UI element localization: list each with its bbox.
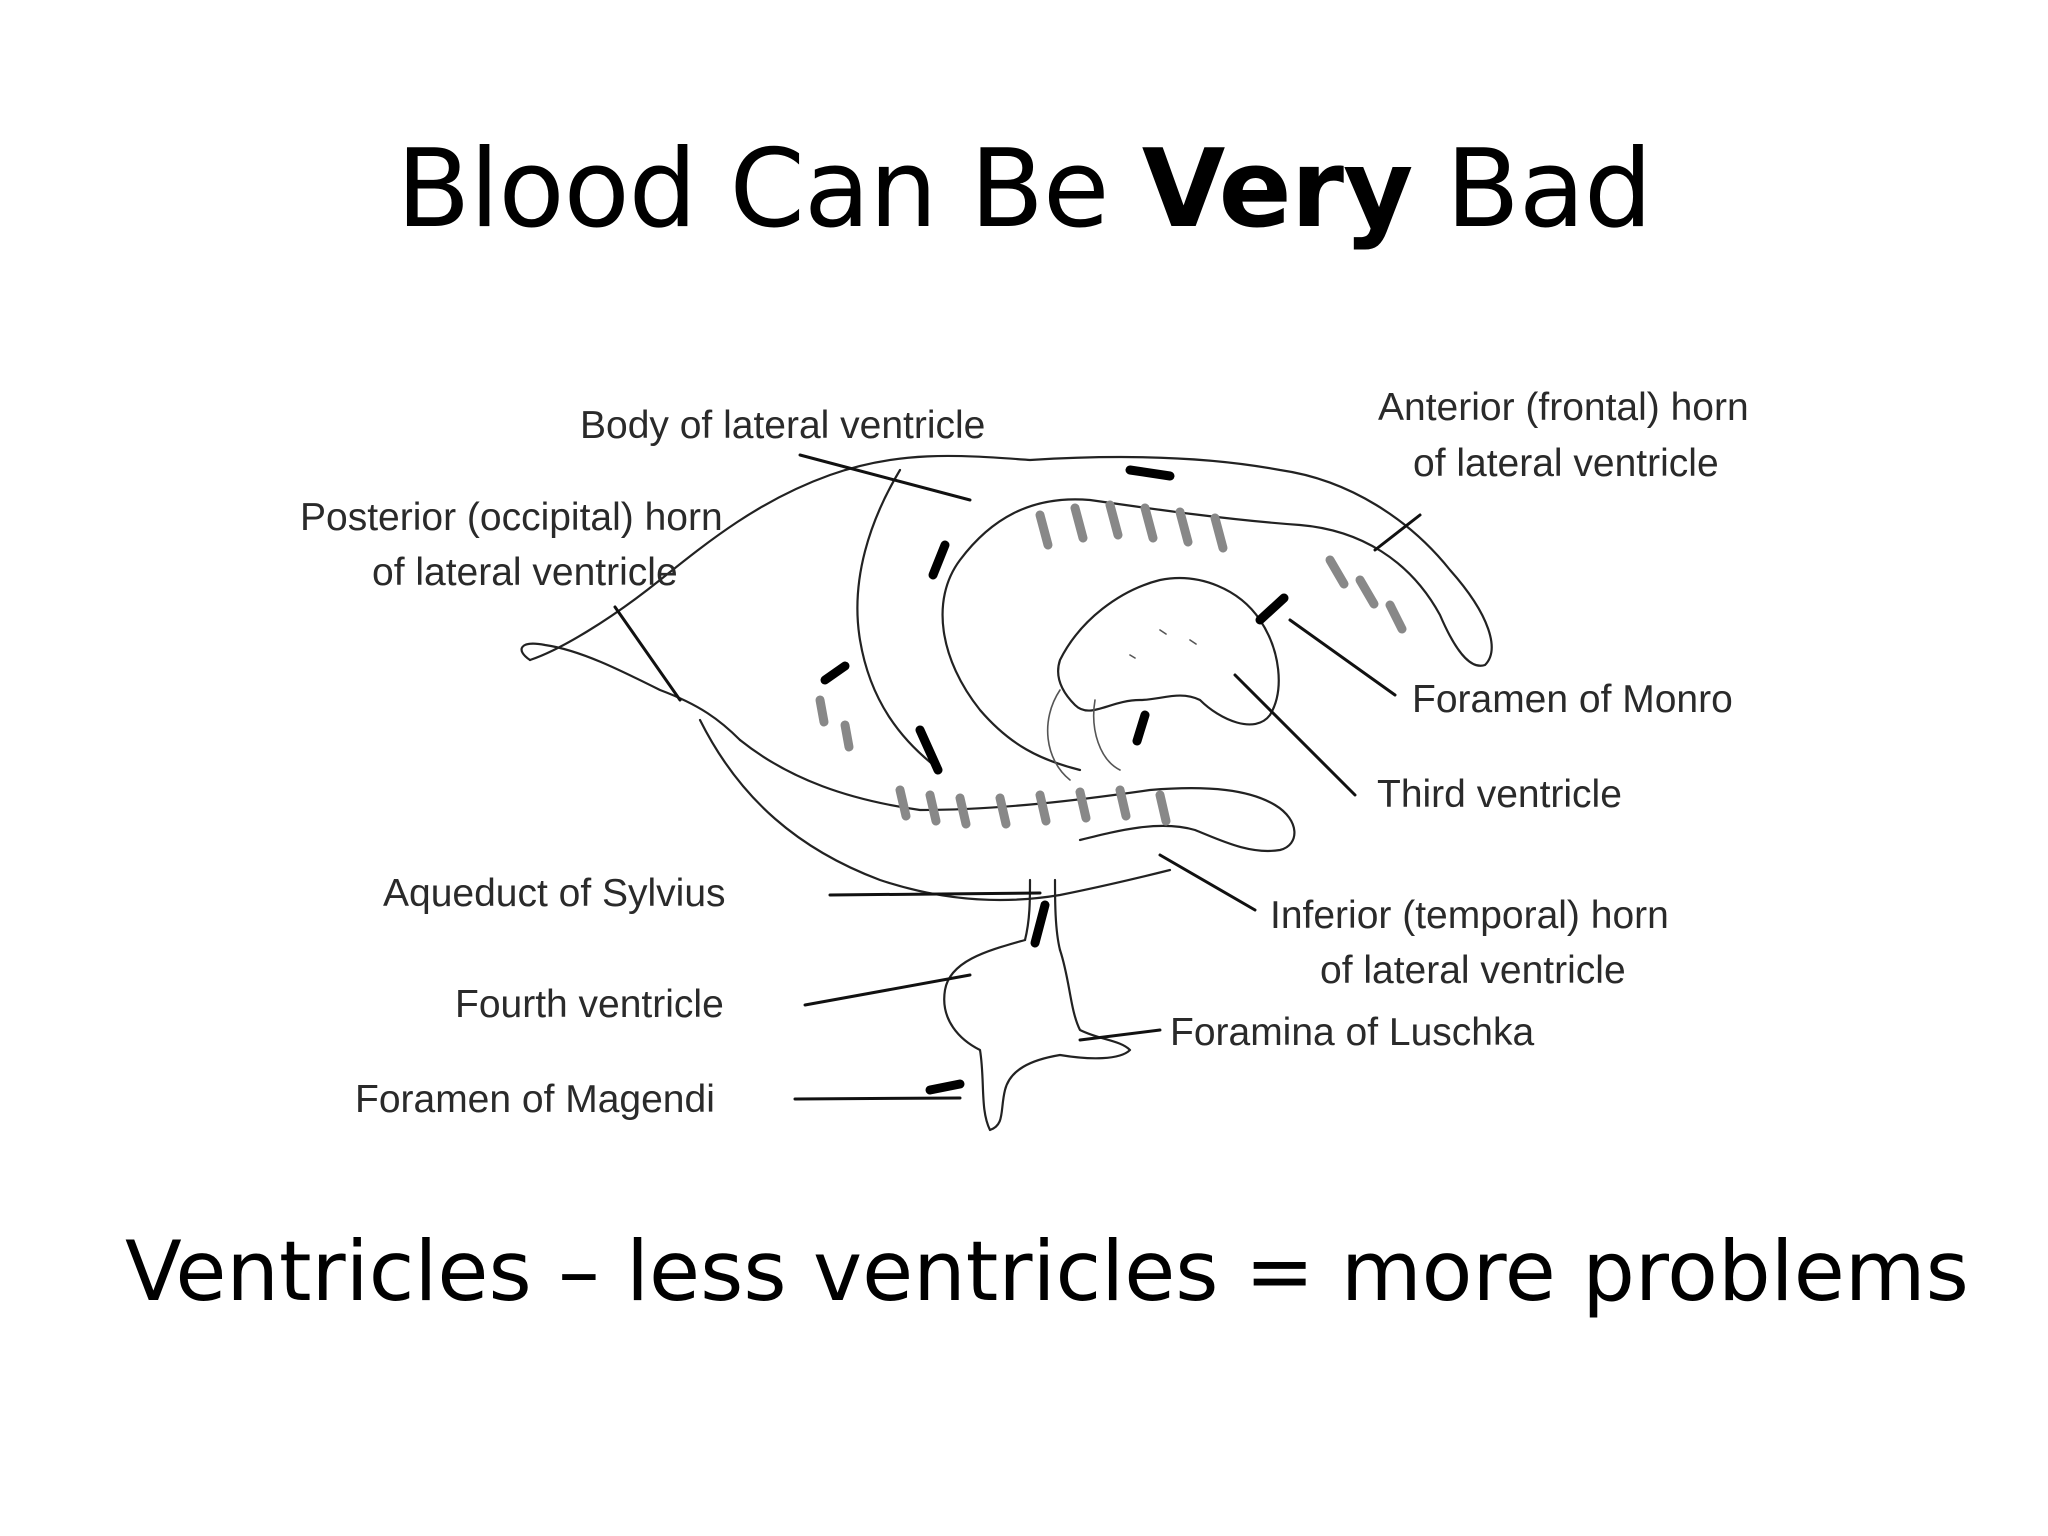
third-ventricle-outline <box>1057 577 1280 726</box>
leader-monro <box>1288 618 1397 697</box>
title-emphasis: Very <box>1141 127 1414 252</box>
label-posterior-horn-line1: Posterior (occipital) horn <box>300 496 723 539</box>
label-posterior-horn-line2: of lateral ventricle <box>372 551 678 594</box>
leader-third <box>1233 673 1357 797</box>
label-inferior-horn-line2: of lateral ventricle <box>1320 949 1626 992</box>
title-text-start: Blood Can Be <box>396 127 1142 252</box>
leader-aqueduct <box>828 891 1042 897</box>
leader-anterior-horn <box>1373 513 1422 552</box>
slide-caption: Ventricles – less ventricles = more prob… <box>125 1223 1969 1320</box>
lateral-ventricle-outline <box>528 454 1493 772</box>
leader-magendi <box>793 1096 962 1101</box>
choroid-plexus-shading <box>815 500 1407 829</box>
third-ventricle-detail <box>1046 629 1197 781</box>
inferior-horn-outline <box>738 738 1296 853</box>
csf-flow-arrows <box>820 465 1289 1095</box>
leader-luschka <box>1078 1028 1162 1042</box>
diagram-labels: Body of lateral ventricle Posterior (occ… <box>300 386 1749 1121</box>
label-anterior-horn-line1: Anterior (frontal) horn <box>1378 386 1749 429</box>
slide-title: Blood Can Be Very Bad <box>0 127 2048 252</box>
leader-posterior-horn <box>613 605 682 702</box>
fourth-ventricle-outline <box>943 938 1132 1132</box>
label-foramina-of-luschka: Foramina of Luschka <box>1170 1011 1534 1054</box>
posterior-horn-outline <box>520 642 742 742</box>
label-inferior-horn-line1: Inferior (temporal) horn <box>1270 894 1669 937</box>
label-body-lateral-ventricle: Body of lateral ventricle <box>580 404 985 447</box>
label-third-ventricle: Third ventricle <box>1377 773 1622 816</box>
label-foramen-of-magendi: Foramen of Magendi <box>355 1078 715 1121</box>
leader-body-lateral <box>798 453 972 502</box>
title-text-end: Bad <box>1412 127 1653 252</box>
leader-lines <box>613 453 1422 1101</box>
label-fourth-ventricle: Fourth ventricle <box>455 983 724 1026</box>
aqueduct-outline <box>1023 878 1062 952</box>
label-aqueduct-of-sylvius: Aqueduct of Sylvius <box>383 872 726 915</box>
body-inner-arc <box>856 468 942 772</box>
leader-fourth <box>803 973 972 1007</box>
label-anterior-horn-line2: of lateral ventricle <box>1413 442 1719 485</box>
label-foramen-of-monro: Foramen of Monro <box>1412 678 1733 721</box>
leader-inferior-horn <box>1158 853 1257 912</box>
